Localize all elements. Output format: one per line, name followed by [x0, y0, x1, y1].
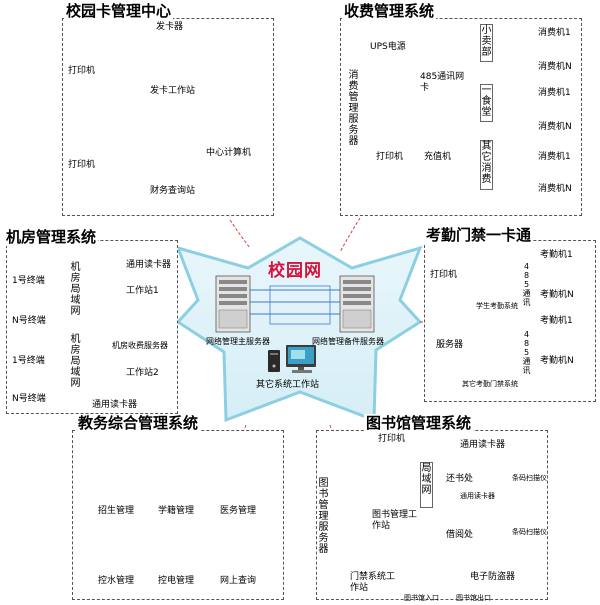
fee-server-label: 消费管理服务器: [348, 70, 359, 147]
pos-1-label-b: 消费机1: [538, 88, 571, 98]
issue-station-label: 发卡工作站: [150, 86, 196, 96]
academic-panel: [72, 430, 284, 600]
att-1-label-a: 考勤机1: [540, 250, 573, 260]
other-workstation-label: 其它系统工作站: [256, 380, 320, 390]
lab-reader-label-b: 通用读卡器: [92, 400, 138, 410]
lab-fee-server-label: 机房收费服务器: [112, 341, 168, 350]
att-comm-label-a: 485通讯: [522, 262, 531, 307]
lab-reader-label-a: 通用读卡器: [126, 260, 172, 270]
lab-term1-label-a: 1号终端: [12, 276, 45, 286]
pos-n-label-b: 消费机N: [538, 122, 572, 132]
pos-1-label: 消费机1: [538, 28, 571, 38]
att-n-label-a: 考勤机N: [540, 290, 574, 300]
academic-item-query: 网上查询: [220, 576, 257, 586]
finance-station-label: 财务查询站: [150, 186, 196, 196]
main-server-label: 网络管理主服务器: [206, 337, 270, 346]
pos-1-label-c: 消费机1: [538, 152, 571, 162]
center-computer-label: 中心计算机: [206, 148, 252, 158]
card-center-panel: [62, 18, 274, 216]
academic-item-medical: 医务管理: [220, 506, 257, 516]
att-comm-label-b: 485通讯: [522, 330, 531, 375]
lib-exit-label: 图书馆出口: [456, 594, 491, 602]
academic-item-water: 控水管理: [98, 576, 135, 586]
lib-lan-label: 局域网: [420, 462, 433, 508]
library-panel: [316, 430, 548, 600]
shop-canteen: 一食堂: [480, 84, 493, 122]
printer-label-2: 打印机: [68, 160, 96, 170]
pos-n-label: 消费机N: [538, 62, 572, 72]
lib-entrance-label: 图书馆入口: [404, 594, 439, 602]
academic-title: 教务综合管理系统: [76, 414, 201, 432]
lab-lan-label-b: 机房局域网: [70, 334, 81, 389]
net-card-label: 485通讯网卡: [420, 72, 465, 93]
lib-reader-label-b: 通用读卡器: [460, 492, 495, 500]
lib-anti-theft-label: 电子防盗器: [470, 572, 516, 582]
lab-lan-label-a: 机房局域网: [70, 262, 81, 317]
academic-item-records: 学籍管理: [158, 506, 195, 516]
lib-scanner-label-b: 条码扫描仪: [512, 528, 547, 536]
attendance-panel: [424, 240, 596, 402]
shop-snack: 小卖部: [480, 24, 493, 62]
ups-label: UPS电源: [370, 42, 406, 52]
other-att-system-label: 其它考勤门禁系统: [462, 380, 518, 388]
printer-label-1: 打印机: [68, 66, 96, 76]
lab-system-title: 机房管理系统: [4, 228, 99, 246]
lib-return-label: 还书处: [446, 474, 474, 484]
attendance-title: 考勤门禁一卡通: [424, 226, 534, 244]
fee-system-title: 收费管理系统: [342, 2, 437, 20]
lab-termN-label-b: N号终端: [12, 394, 46, 404]
pos-n-label-c: 消费机N: [538, 184, 572, 194]
lib-scanner-label-a: 条码扫描仪: [512, 474, 547, 482]
att-1-label-b: 考勤机1: [540, 316, 573, 326]
lib-gate-ws-label: 门禁系统工作站: [350, 572, 396, 593]
lab-ws2-label: 工作站2: [126, 368, 159, 378]
att-n-label-b: 考勤机N: [540, 356, 574, 366]
lib-printer-label: 打印机: [378, 434, 406, 444]
lib-server-label: 图书管理服务器: [318, 478, 329, 555]
library-title: 图书馆管理系统: [364, 414, 474, 432]
lab-term1-label-b: 1号终端: [12, 356, 45, 366]
fee-printer-label: 打印机: [376, 152, 404, 162]
shop-other: 其它消费: [480, 140, 493, 190]
backup-server-label: 网络管理备件服务器: [312, 337, 384, 346]
card-center-title: 校园卡管理中心: [64, 2, 174, 20]
lab-system-panel: [6, 240, 178, 414]
fee-system-panel: [340, 18, 582, 216]
student-att-system-label: 学生考勤系统: [476, 302, 518, 310]
lab-termN-label-a: N号终端: [12, 316, 46, 326]
lab-ws1-label: 工作站1: [126, 286, 159, 296]
lib-borrow-label: 借阅处: [446, 530, 474, 540]
lib-ws-label: 图书管理工作站: [372, 510, 418, 531]
att-printer-label: 打印机: [430, 270, 458, 280]
card-issuer-label: 发卡器: [156, 22, 184, 32]
recharger-label: 充值机: [424, 152, 452, 162]
att-server-label: 服务器: [436, 340, 464, 350]
campus-network-logo: 校园网: [268, 261, 322, 281]
lib-reader-label-a: 通用读卡器: [460, 440, 506, 450]
academic-item-enroll: 招生管理: [98, 506, 135, 516]
academic-item-power: 控电管理: [158, 576, 195, 586]
